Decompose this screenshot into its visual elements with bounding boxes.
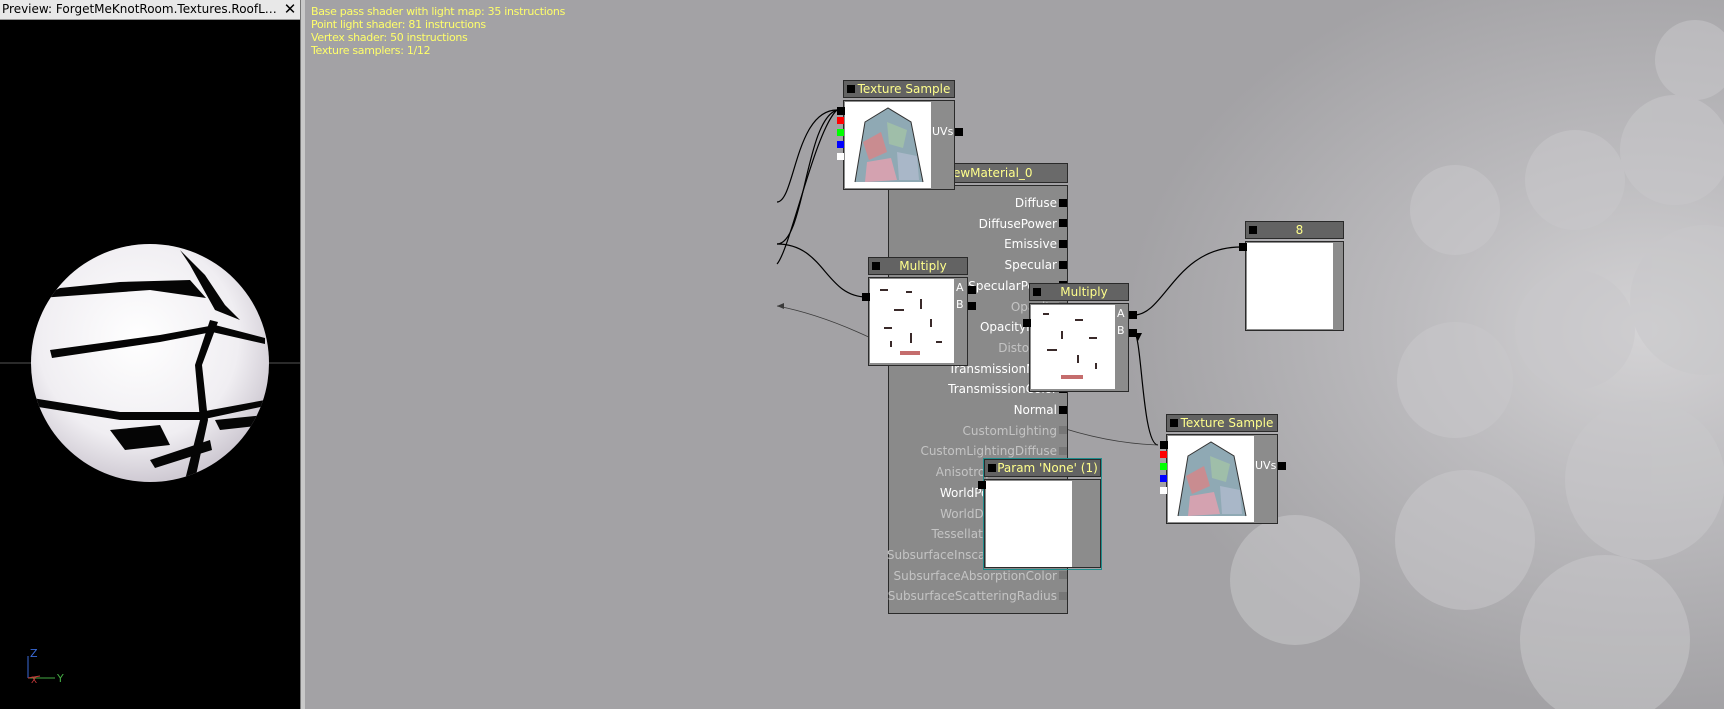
material-input-pin[interactable]: [1059, 260, 1067, 269]
uvs-input-label: UVs: [932, 125, 954, 138]
node-pin-icon: [1033, 288, 1041, 296]
stats-line: Vertex shader: 50 instructions: [311, 31, 468, 44]
node-pin-icon: [1170, 419, 1178, 427]
material-input-label: SubsurfaceScatteringRadius: [887, 589, 1057, 604]
material-input-label: SubsurfaceAbsorptionColor: [893, 568, 1057, 583]
input-b-label: B: [956, 298, 964, 311]
node-pin-icon: [872, 262, 880, 270]
shader-stats: Base pass shader with light map: 35 inst…: [311, 5, 565, 57]
material-input-label: CustomLighting: [962, 423, 1057, 438]
texture-thumbnail: [1168, 436, 1254, 522]
preview-title-bar: Preview: ForgetMeKnotRoom.Textures.RoofL…: [0, 0, 300, 20]
material-input-pin[interactable]: [1059, 446, 1067, 455]
input-a-label: A: [1117, 307, 1125, 320]
material-input-pin[interactable]: [1059, 571, 1067, 580]
material-input-pin[interactable]: [1059, 198, 1067, 207]
blue-channel-pin[interactable]: [1160, 475, 1167, 482]
red-channel-pin[interactable]: [1160, 451, 1167, 458]
preview-panel: Preview: ForgetMeKnotRoom.Textures.RoofL…: [0, 0, 300, 709]
material-input-pin[interactable]: [1059, 239, 1067, 248]
param-preview: [986, 481, 1072, 567]
input-b-pin[interactable]: [1129, 329, 1137, 337]
material-input-subsurfaceabsorptioncolor[interactable]: SubsurfaceAbsorptionColor: [894, 567, 1067, 585]
close-icon[interactable]: ✕: [283, 0, 297, 18]
material-input-specular[interactable]: Specular: [1005, 256, 1067, 274]
node-pin-icon: [847, 85, 855, 93]
node-title: Texture Sample: [1180, 416, 1274, 430]
material-input-customlightingdiffuse[interactable]: CustomLightingDiffuse: [920, 442, 1067, 460]
material-input-diffusepower[interactable]: DiffusePower: [979, 215, 1067, 233]
node-pin-icon: [988, 464, 996, 472]
input-a-pin[interactable]: [968, 286, 976, 294]
multiply-output-pin[interactable]: [862, 293, 870, 301]
stats-line: Texture samplers: 1/12: [311, 44, 431, 57]
material-input-pin[interactable]: [1059, 219, 1067, 228]
material-input-diffuse[interactable]: Diffuse: [1015, 194, 1067, 212]
background-spheres: [1230, 20, 1724, 709]
uvs-input-pin[interactable]: [1278, 462, 1286, 470]
node-title: 8: [1295, 223, 1304, 237]
node-title: Multiply: [1060, 285, 1108, 299]
rgb-output-pin[interactable]: [1160, 441, 1168, 449]
uvs-input-label: UVs: [1255, 459, 1277, 472]
input-b-pin[interactable]: [968, 302, 976, 310]
material-input-normal[interactable]: Normal: [1014, 401, 1067, 419]
node-title: Multiply: [899, 259, 947, 273]
multiply-node-2[interactable]: Multiply A B: [1023, 283, 1140, 394]
input-a-pin[interactable]: [1129, 311, 1137, 319]
alpha-channel-pin[interactable]: [1160, 487, 1167, 494]
material-input-pin[interactable]: [1059, 405, 1067, 414]
input-b-label: B: [1117, 324, 1125, 337]
input-a-label: A: [956, 281, 964, 294]
stats-line: Point light shader: 81 instructions: [311, 18, 486, 31]
material-input-pin[interactable]: [1059, 591, 1067, 600]
stats-line: Base pass shader with light map: 35 inst…: [311, 5, 566, 18]
constant-preview: [1247, 243, 1333, 329]
multiply-preview: [1031, 305, 1115, 389]
multiply-node-1[interactable]: Multiply A B: [862, 257, 979, 368]
blue-channel-pin[interactable]: [837, 141, 844, 148]
node-pin-icon: [1249, 226, 1257, 234]
material-input-label: DiffusePower: [978, 216, 1057, 231]
material-input-label: CustomLightingDiffuse: [920, 444, 1057, 459]
preview-title: Preview: ForgetMeKnotRoom.Textures.RoofL…: [2, 2, 280, 16]
material-input-emissive[interactable]: Emissive: [1004, 235, 1067, 253]
panel-splitter[interactable]: [300, 0, 305, 709]
node-title: Param 'None' (1): [997, 461, 1098, 475]
texture-sample-node-bottom[interactable]: Texture Sample UVs: [1160, 414, 1286, 525]
texture-sample-node-top[interactable]: Texture Sample UVs: [837, 80, 963, 191]
material-input-label: Normal: [1013, 403, 1057, 417]
axis-y-label: Y: [56, 672, 64, 685]
constant-output-pin[interactable]: [1239, 243, 1247, 251]
uvs-input-pin[interactable]: [955, 128, 963, 136]
texture-thumbnail: [845, 102, 931, 188]
preview-sphere: Z Y X: [0, 244, 300, 686]
axis-x-label: X: [31, 676, 37, 686]
node-title: Texture Sample: [857, 82, 951, 96]
rgb-output-pin[interactable]: [837, 107, 845, 115]
material-input-customlighting[interactable]: CustomLighting: [963, 422, 1067, 440]
material-input-subsurfacescatteringradius[interactable]: SubsurfaceScatteringRadius: [888, 587, 1067, 605]
alpha-channel-pin[interactable]: [837, 153, 844, 160]
material-input-label: Specular: [1004, 258, 1057, 273]
multiply-output-pin[interactable]: [1023, 319, 1031, 327]
preview-viewport[interactable]: Z Y X: [0, 20, 300, 709]
param-output-pin[interactable]: [978, 481, 986, 489]
multiply-preview: [870, 279, 954, 363]
material-input-label: Diffuse: [1014, 196, 1057, 210]
axis-z-label: Z: [30, 647, 38, 660]
material-graph-canvas[interactable]: Base pass shader with light map: 35 inst…: [305, 0, 1724, 709]
constant-node[interactable]: 8: [1239, 221, 1344, 332]
param-node[interactable]: Param 'None' (1): [978, 458, 1102, 570]
material-input-label: Emissive: [1004, 237, 1057, 252]
material-input-pin[interactable]: [1059, 426, 1067, 435]
green-channel-pin[interactable]: [837, 129, 844, 136]
green-channel-pin[interactable]: [1160, 463, 1167, 470]
red-channel-pin[interactable]: [837, 117, 844, 124]
